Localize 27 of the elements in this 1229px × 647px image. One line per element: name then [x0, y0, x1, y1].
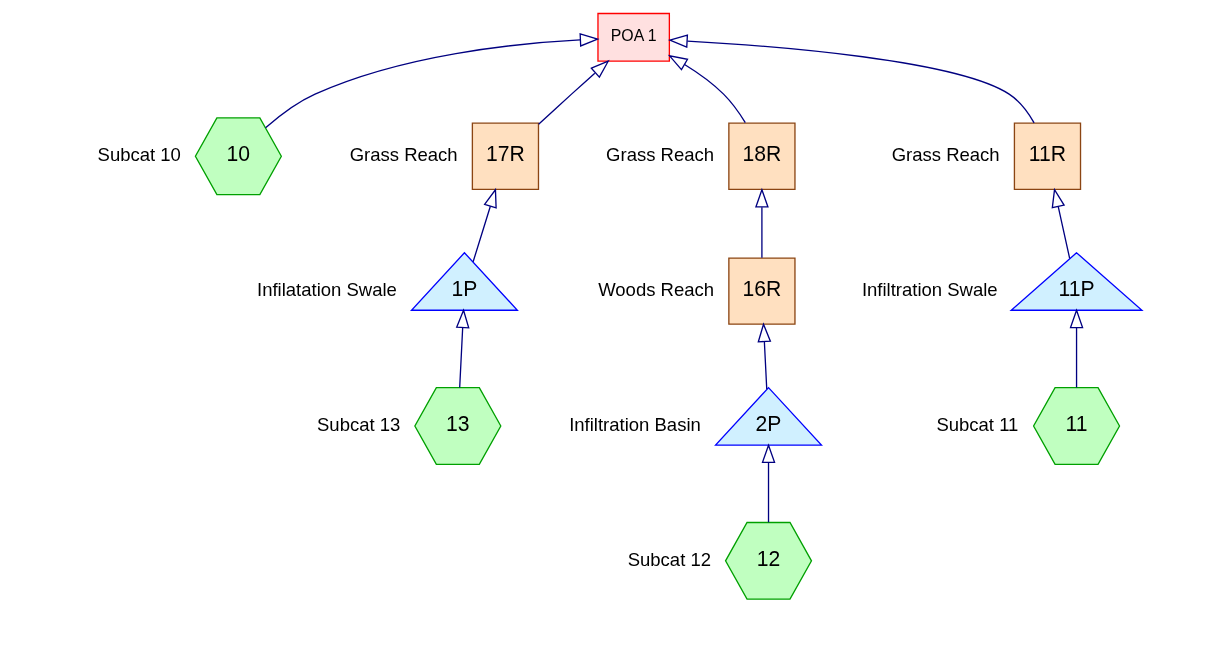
- node-box: 11R: [1013, 122, 1082, 190]
- node-label: Subcat 12: [627, 548, 712, 570]
- node-box: 17R: [471, 122, 540, 190]
- arrow: [754, 187, 769, 259]
- node-label: Infiltration Basin: [569, 413, 701, 435]
- node-label: Grass Reach: [349, 144, 458, 166]
- arrow: [264, 33, 600, 129]
- node-label: Subcat 10: [97, 144, 181, 166]
- arrow: [1069, 308, 1084, 389]
- node-label: Grass Reach: [606, 144, 715, 166]
- node-label: Grass Reach: [891, 144, 1000, 166]
- node-box: 16R: [728, 257, 796, 325]
- arrow: [757, 322, 772, 390]
- node-box: POA 1: [597, 12, 671, 62]
- node-label: Subcat 13: [317, 413, 401, 435]
- node-label: Infiltration Swale: [861, 279, 998, 300]
- arrow: [761, 443, 776, 523]
- arrow: [1051, 187, 1071, 260]
- node-label: Infilatation Swale: [257, 279, 397, 300]
- node-box: 18R: [728, 122, 796, 190]
- arrow: [472, 187, 497, 263]
- arrow: [667, 34, 1035, 124]
- arrow: [537, 59, 610, 125]
- arrow: [667, 54, 746, 124]
- arrow: [455, 308, 470, 389]
- node-label: Subcat 11: [936, 413, 1019, 435]
- node-label: Woods Reach: [598, 279, 715, 300]
